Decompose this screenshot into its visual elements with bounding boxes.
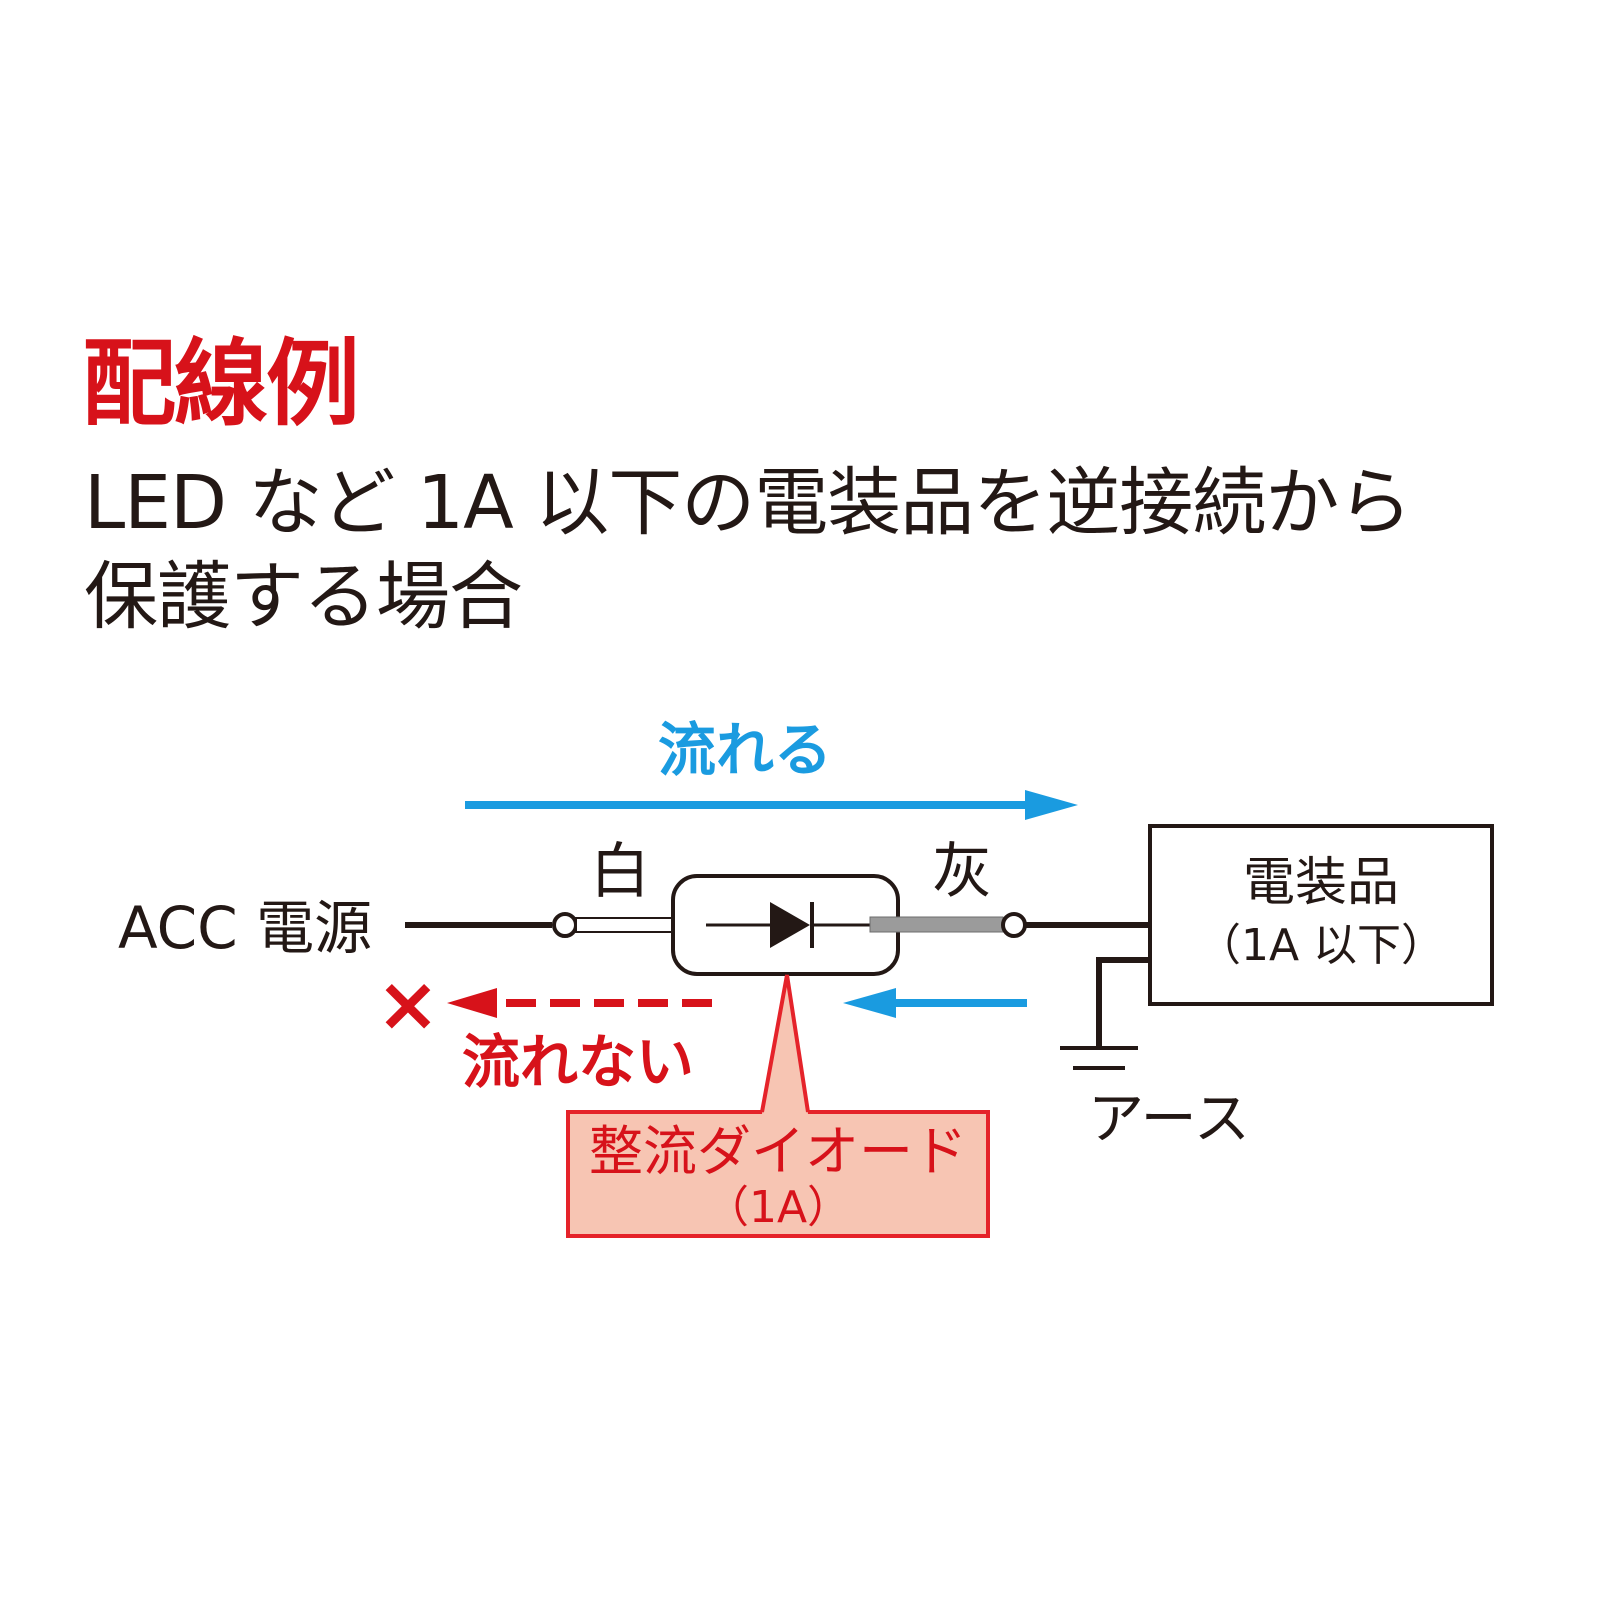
cross-mark: ×	[376, 959, 440, 1048]
white-wire-label: 白	[590, 837, 650, 907]
subtitle-line-2: 保護する場合	[84, 554, 523, 640]
blocked-flow-arrow	[447, 988, 712, 1018]
diode-rating: （1A）	[705, 1182, 851, 1233]
ground-symbol	[1060, 957, 1150, 1070]
diode-name: 整流ダイオード	[589, 1120, 967, 1183]
flow-label: 流れる	[658, 716, 832, 784]
no-flow-label: 流れない	[462, 1028, 694, 1096]
page-title: 配線例	[82, 330, 360, 439]
gray-wire-label: 灰	[932, 837, 992, 907]
gray-wire	[869, 916, 1004, 933]
forward-flow-arrow	[465, 790, 1078, 820]
subtitle-line-1: LED など 1A 以下の電装品を逆接続から	[84, 460, 1412, 546]
device-box	[1148, 824, 1494, 1006]
diode-symbol	[706, 902, 870, 948]
power-source-label: ACC 電源	[118, 894, 372, 962]
ground-label: アース	[1088, 1087, 1250, 1152]
reverse-flow-arrow	[843, 988, 1027, 1018]
diode-callout	[566, 974, 990, 1238]
white-terminal	[552, 912, 578, 938]
gray-terminal	[1001, 912, 1027, 938]
device-rating: （1A 以下）	[1197, 920, 1445, 971]
device-name: 電装品	[1243, 853, 1399, 913]
